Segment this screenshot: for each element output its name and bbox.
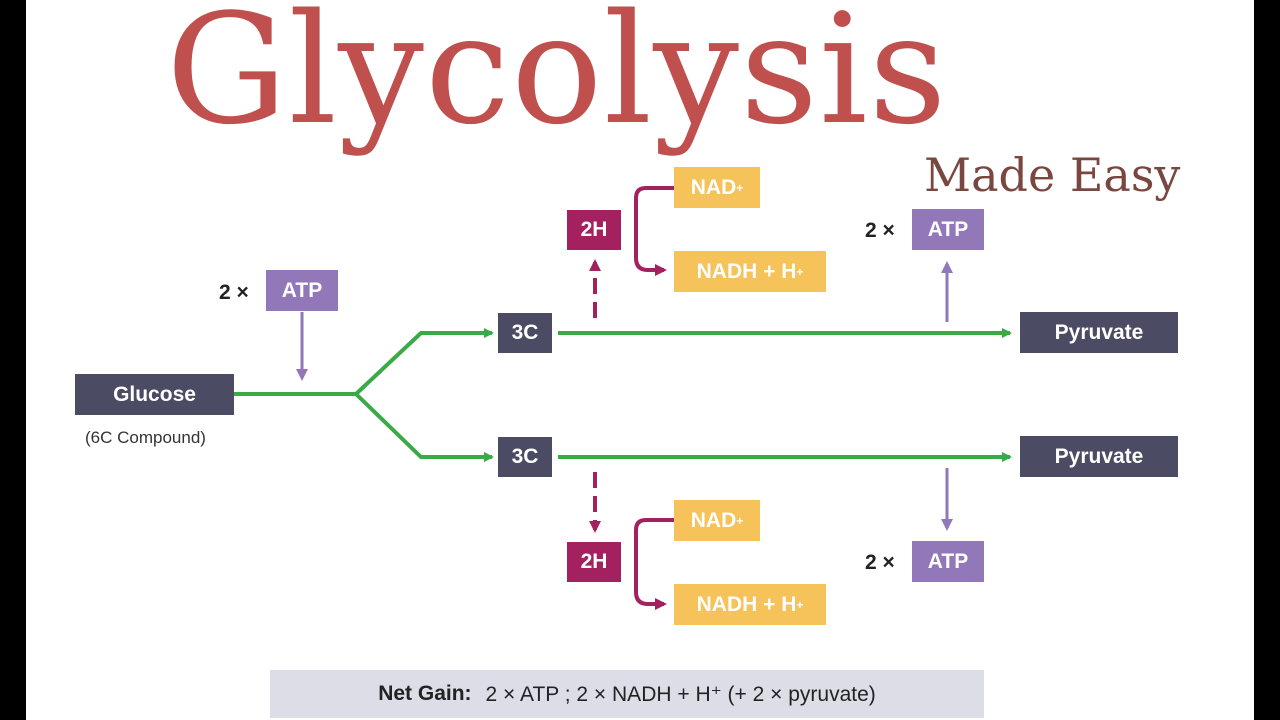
lower-2h-node: 2H	[567, 542, 621, 582]
atp-input-label: ATP	[281, 278, 323, 302]
glucose-node: Glucose	[75, 374, 234, 415]
upper-nad-node: NAD+	[674, 167, 760, 208]
upper-3c-label: 3C	[511, 321, 539, 344]
lower-atp-label: ATP	[927, 549, 969, 573]
lower-nadh-superscript: +	[796, 597, 804, 612]
lower-nadh-label: NADH + H	[696, 592, 797, 616]
upper-atp-label: ATP	[927, 217, 969, 241]
upper-pyruvate-label: Pyruvate	[1054, 320, 1144, 344]
glucose-note: (6C Compound)	[85, 428, 206, 447]
atp-input-multiplier: 2 ×	[219, 281, 249, 304]
upper-nad-curve-arrow	[634, 186, 674, 276]
upper-pyruvate-node: Pyruvate	[1020, 312, 1178, 353]
upper-atp-node: ATP	[912, 209, 984, 250]
upper-atp-multiplier: 2 ×	[865, 219, 895, 242]
lower-nadh-node: NADH + H+	[674, 584, 826, 625]
lower-nad-label: NAD	[690, 508, 737, 532]
upper-3c-node: 3C	[498, 313, 552, 353]
lower-atp-node: ATP	[912, 541, 984, 582]
upper-2h-label: 2H	[580, 218, 608, 241]
lower-pyruvate-node: Pyruvate	[1020, 436, 1178, 477]
slide: Glycolysis Made Easy	[26, 0, 1254, 720]
lower-nad-node: NAD+	[674, 500, 760, 541]
fork-lower-arrow	[354, 392, 494, 462]
upper-nadh-node: NADH + H+	[674, 251, 826, 292]
net-gain-bar: Net Gain: 2 × ATP ; 2 × NADH + H⁺ (+ 2 ×…	[270, 670, 984, 718]
lower-3c-node: 3C	[498, 437, 552, 477]
upper-nadh-superscript: +	[796, 264, 804, 279]
subtitle: Made Easy	[924, 148, 1181, 202]
lower-pyruvate-label: Pyruvate	[1054, 444, 1144, 468]
net-gain-label: Net Gain:	[378, 682, 472, 705]
upper-nad-label: NAD	[690, 175, 737, 199]
fork-upper-arrow	[354, 328, 494, 396]
upper-nadh-label: NADH + H	[696, 259, 797, 283]
upper-2h-node: 2H	[567, 210, 621, 250]
glucose-label: Glucose	[113, 382, 196, 406]
pathway-arrows	[234, 186, 1012, 610]
lower-nad-curve-arrow	[634, 518, 674, 610]
lower-nad-superscript: +	[736, 513, 744, 528]
lower-3c-label: 3C	[511, 445, 539, 468]
lower-atp-multiplier: 2 ×	[865, 551, 895, 574]
title: Glycolysis	[166, 0, 948, 158]
upper-nad-superscript: +	[736, 180, 744, 195]
net-gain-text: 2 × ATP ; 2 × NADH + H⁺ (+ 2 × pyruvate)	[485, 682, 876, 706]
atp-input-node: ATP	[266, 270, 338, 311]
lower-2h-label: 2H	[580, 550, 608, 573]
